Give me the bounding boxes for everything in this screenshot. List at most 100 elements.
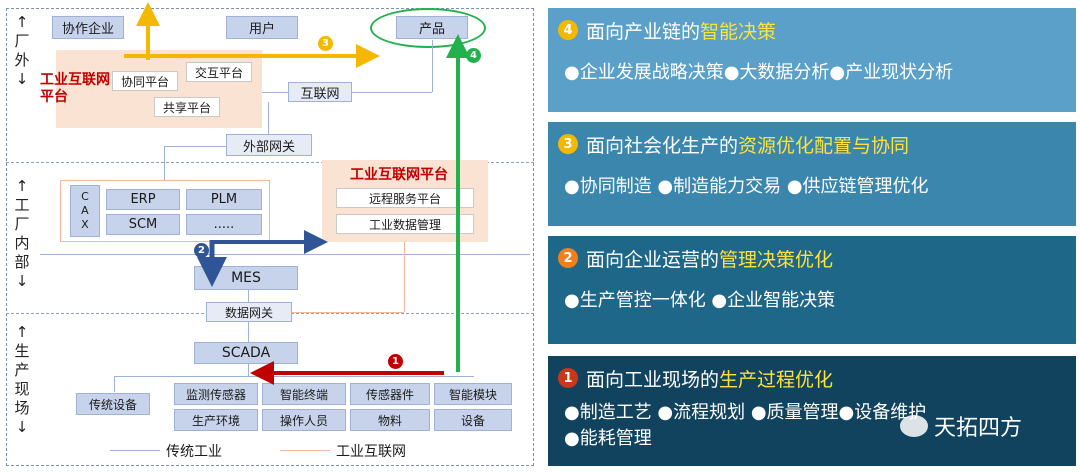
scm-box: SCM xyxy=(106,214,180,235)
side-label-char: 现 xyxy=(14,380,30,398)
panel-title-prefix: 面向社会化生产的 xyxy=(586,134,739,157)
panel-number-badge: 2 xyxy=(558,248,578,268)
connector xyxy=(248,290,249,302)
connector xyxy=(292,312,404,313)
side-label-char: ↑ xyxy=(15,13,29,31)
connector xyxy=(352,92,432,93)
panel-title-prefix: 面向产业链的 xyxy=(586,20,701,43)
panel-item-line: ●协同制造 ●制造能力交易 ●供应链管理优化 xyxy=(564,176,929,197)
side-label-char: 外 xyxy=(14,51,30,69)
panel-1: 1 面向工业现场的生产过程优化 ●制造工艺 ●流程规划 ●质量管理●设备维护 ●能耗管… xyxy=(548,356,1076,466)
diagram-frame xyxy=(6,8,534,466)
panel-number-badge: 4 xyxy=(558,20,578,40)
scada-box: SCADA xyxy=(194,342,298,364)
panel-items: ●生产管控一体化 ●企业智能决策 xyxy=(558,288,1076,314)
collab-enterprise-box: 协作企业 xyxy=(52,16,124,39)
panel-number-badge: 1 xyxy=(558,368,578,388)
connector xyxy=(432,40,433,92)
connector xyxy=(262,92,288,93)
watermark: 天拓四方 xyxy=(900,410,1022,442)
erp-box: ERP xyxy=(106,189,180,210)
panel-title-highlight: 智能决策 xyxy=(700,20,777,43)
plm-box: PLM xyxy=(186,189,262,210)
side-label-char: 内 xyxy=(14,234,30,252)
device-box: 设备 xyxy=(434,409,512,431)
watermark-text: 天拓四方 xyxy=(934,416,1023,441)
legend-traditional-label: 传统工业 xyxy=(166,444,222,460)
side-label-outside: ↑厂外↓ xyxy=(12,12,32,90)
cax-char: C xyxy=(81,190,89,203)
panel-4: 4 面向产业链的智能决策 ●企业发展战略决策●大数据分析●产业现状分析 xyxy=(548,8,1076,112)
side-label-char: 厂 xyxy=(14,32,30,50)
panel-title: 1 面向工业现场的生产过程优化 xyxy=(558,364,1076,392)
side-label-char: ↑ xyxy=(15,177,29,195)
connector xyxy=(248,364,249,376)
side-label-char: ↓ xyxy=(15,418,29,436)
industrial-data-box: 工业数据管理 xyxy=(336,214,474,234)
panel-items: ●企业发展战略决策●大数据分析●产业现状分析 xyxy=(558,60,1076,86)
side-label-char: 厂 xyxy=(14,215,30,233)
operator-box: 操作人员 xyxy=(262,409,346,431)
internet-box: 互联网 xyxy=(288,82,352,102)
side-label-char: 工 xyxy=(14,196,30,214)
sensor-part-box: 传感器件 xyxy=(350,383,430,405)
panel-title-highlight: 管理决策优化 xyxy=(719,248,834,271)
side-label-char: 产 xyxy=(14,361,30,379)
data-gateway-box: 数据网关 xyxy=(206,302,292,322)
users-box: 用户 xyxy=(226,16,298,39)
traditional-device-box: 传统设备 xyxy=(76,393,150,415)
panel-items: ●制造工艺 ●流程规划 ●质量管理●设备维护 ●能耗管理 xyxy=(558,400,1076,452)
panel-item-line: ●生产管控一体化 ●企业智能决策 xyxy=(564,290,836,311)
more-box: ..... xyxy=(186,214,262,235)
panel-item-line: ●企业发展战略决策●大数据分析●产业现状分析 xyxy=(564,62,954,83)
panel-items: ●协同制造 ●制造能力交易 ●供应链管理优化 xyxy=(558,174,1076,200)
side-label-char: 生 xyxy=(14,342,30,360)
share-platform-box: 共享平台 xyxy=(154,97,220,117)
enterprise-systems-group xyxy=(60,180,270,242)
side-label-char: ↓ xyxy=(15,272,29,290)
connector xyxy=(40,254,530,255)
panel-item-line: ●能耗管理 xyxy=(564,428,652,449)
panel-title-highlight: 生产过程优化 xyxy=(719,368,834,391)
panel-item-line: ●制造工艺 ●流程规划 ●质量管理●设备维护 xyxy=(564,402,927,423)
panel-title: 4 面向产业链的智能决策 xyxy=(558,16,1076,44)
legend-internet-label: 工业互联网 xyxy=(336,444,406,460)
connector xyxy=(164,146,226,147)
environment-box: 生产环境 xyxy=(174,409,258,431)
connector xyxy=(114,376,474,377)
remote-service-box: 远程服务平台 xyxy=(336,188,474,208)
marker-2: 2 xyxy=(194,243,209,258)
connector xyxy=(114,376,115,392)
panel-title-prefix: 面向工业现场的 xyxy=(586,368,720,391)
connector xyxy=(268,102,269,134)
inner-platform-title: 工业互联网平台 xyxy=(350,167,448,183)
panel-2: 2 面向企业运营的管理决策优化 ●生产管控一体化 ●企业智能决策 xyxy=(548,236,1076,344)
cax-char: X xyxy=(81,218,89,231)
outer-platform-title: 工业互联网平台 xyxy=(40,72,110,105)
side-label-char: 部 xyxy=(14,253,30,271)
panel-title: 2 面向企业运营的管理决策优化 xyxy=(558,244,1076,272)
flow-arrows xyxy=(124,2,470,385)
connector xyxy=(248,322,249,342)
side-label-inside: ↑工厂内部↓ xyxy=(12,176,32,292)
panel-title-prefix: 面向企业运营的 xyxy=(586,248,720,271)
smart-module-box: 智能模块 xyxy=(434,383,512,405)
panel-title-highlight: 资源优化配置与协同 xyxy=(738,134,910,157)
cax-char: A xyxy=(81,204,89,217)
material-box: 物料 xyxy=(350,409,430,431)
side-label-field: ↑生产现场↓ xyxy=(12,322,32,438)
interact-platform-box: 交互平台 xyxy=(186,62,252,82)
connector xyxy=(164,146,165,180)
product-highlight-ellipse xyxy=(370,8,486,48)
side-label-char: ↓ xyxy=(15,70,29,88)
marker-1: 1 xyxy=(388,354,403,369)
side-label-char: ↑ xyxy=(15,323,29,341)
legend-traditional-line xyxy=(110,450,160,451)
legend-internet-line xyxy=(280,450,330,451)
marker-4: 4 xyxy=(466,48,481,63)
wechat-icon xyxy=(900,415,928,437)
